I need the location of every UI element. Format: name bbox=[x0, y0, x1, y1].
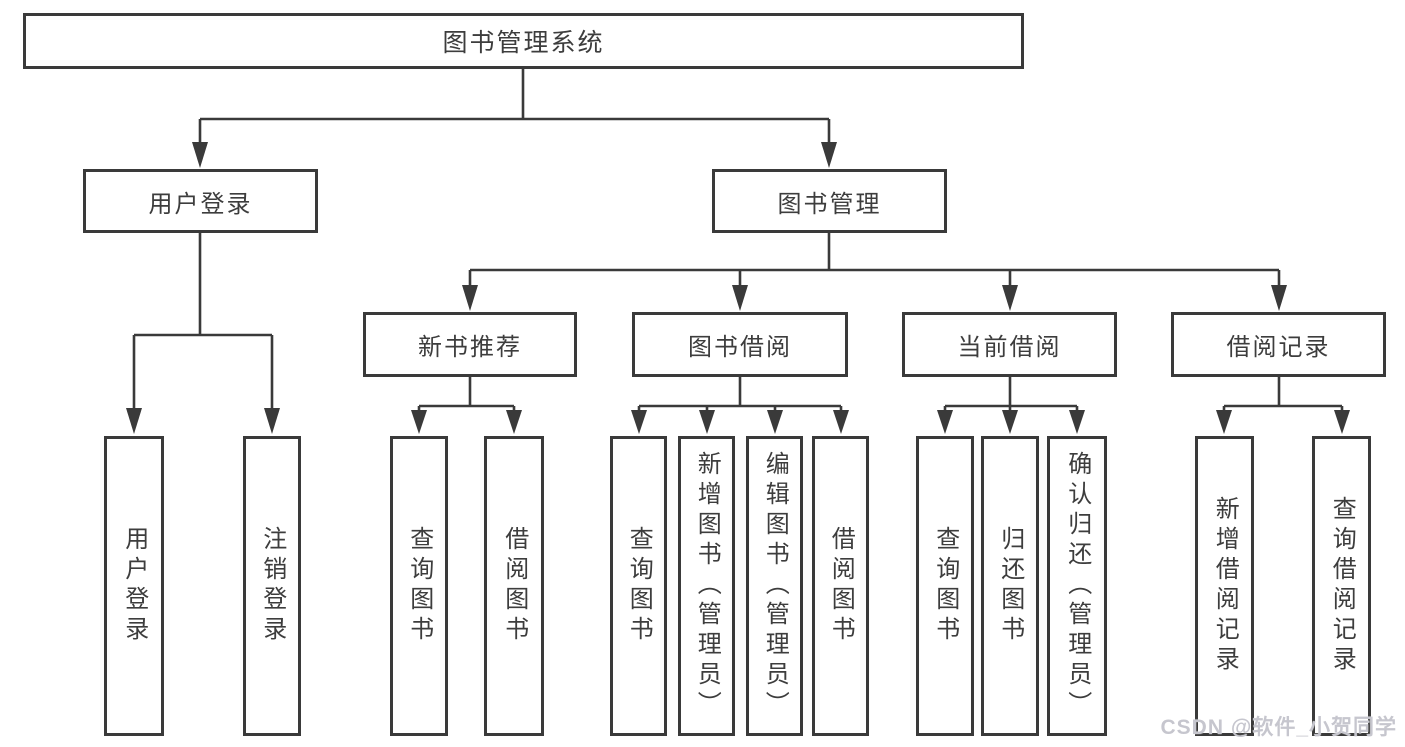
arrowhead bbox=[1216, 410, 1232, 434]
arrowhead bbox=[1271, 285, 1287, 311]
node-leaf-return-book-label: 归还图书 bbox=[996, 526, 1024, 646]
arrowhead bbox=[821, 142, 837, 168]
csdn-watermark: CSDN @软件_小贺同学 bbox=[1160, 716, 1397, 739]
node-leaf-logout: 注销登录 bbox=[243, 436, 301, 736]
wire-root-split bbox=[198, 69, 831, 143]
node-leaf-add-book-admin: 新增图书（管理员） bbox=[678, 436, 735, 736]
node-book-management: 图书管理 bbox=[712, 169, 947, 233]
node-user-login-label: 用户登录 bbox=[148, 190, 253, 218]
arrowhead bbox=[1002, 410, 1018, 434]
arrowhead bbox=[1334, 410, 1350, 434]
arrowhead bbox=[937, 410, 953, 434]
arrowhead bbox=[631, 410, 647, 434]
node-leaf-borrow-book-2-label: 借阅图书 bbox=[827, 526, 855, 646]
node-book-borrowing: 图书借阅 bbox=[632, 312, 848, 377]
node-leaf-query-book-2-label: 查询图书 bbox=[625, 526, 653, 646]
wire-current-borrow-split bbox=[943, 377, 1079, 411]
node-new-book-recommend-label: 新书推荐 bbox=[418, 334, 522, 361]
arrowhead bbox=[1002, 285, 1018, 311]
node-current-borrowing-label: 当前借阅 bbox=[957, 334, 1062, 361]
connector-lines bbox=[132, 69, 1344, 411]
node-leaf-query-book-2: 查询图书 bbox=[610, 436, 667, 736]
wire-book-mgmt-split bbox=[468, 233, 1281, 286]
node-leaf-query-book-1-label: 查询图书 bbox=[405, 526, 433, 646]
node-borrowing-records: 借阅记录 bbox=[1171, 312, 1386, 377]
node-user-login: 用户登录 bbox=[83, 169, 318, 233]
arrowhead bbox=[192, 142, 208, 168]
arrowhead bbox=[506, 410, 522, 434]
node-book-management-label: 图书管理 bbox=[777, 190, 882, 218]
node-leaf-borrow-book-2: 借阅图书 bbox=[812, 436, 869, 736]
arrowhead bbox=[126, 408, 142, 434]
node-leaf-query-book-3-label: 查询图书 bbox=[931, 526, 959, 646]
node-leaf-logout-label: 注销登录 bbox=[258, 526, 286, 646]
node-leaf-return-book: 归还图书 bbox=[981, 436, 1039, 736]
arrowhead bbox=[1069, 410, 1085, 434]
node-leaf-borrow-book-1: 借阅图书 bbox=[484, 436, 544, 736]
arrowhead bbox=[833, 410, 849, 434]
node-new-book-recommend: 新书推荐 bbox=[363, 312, 577, 377]
node-leaf-add-borrow-record: 新增借阅记录 bbox=[1195, 436, 1254, 736]
wire-book-borrow-split bbox=[637, 377, 843, 411]
wire-user-login-split bbox=[132, 233, 274, 409]
node-library-system: 图书管理系统 bbox=[23, 13, 1024, 69]
arrowhead bbox=[732, 285, 748, 311]
node-leaf-edit-book-admin-label: 编辑图书（管理员） bbox=[761, 451, 789, 721]
node-library-system-label: 图书管理系统 bbox=[442, 29, 605, 57]
arrowhead bbox=[462, 285, 478, 311]
node-leaf-user-login-label: 用户登录 bbox=[120, 526, 148, 646]
node-borrowing-records-label: 借阅记录 bbox=[1226, 334, 1331, 361]
arrowhead bbox=[767, 410, 783, 434]
node-leaf-confirm-return-admin: 确认归还（管理员） bbox=[1047, 436, 1107, 736]
node-leaf-query-borrow-record: 查询借阅记录 bbox=[1312, 436, 1371, 736]
node-leaf-query-borrow-record-label: 查询借阅记录 bbox=[1328, 496, 1356, 676]
node-leaf-query-book-3: 查询图书 bbox=[916, 436, 974, 736]
wire-new-book-rec-split bbox=[417, 377, 516, 411]
node-leaf-query-book-1: 查询图书 bbox=[390, 436, 448, 736]
node-leaf-user-login: 用户登录 bbox=[104, 436, 164, 736]
node-current-borrowing: 当前借阅 bbox=[902, 312, 1117, 377]
arrowhead bbox=[699, 410, 715, 434]
node-leaf-add-borrow-record-label: 新增借阅记录 bbox=[1211, 496, 1239, 676]
node-leaf-borrow-book-1-label: 借阅图书 bbox=[500, 526, 528, 646]
connector-arrowheads bbox=[126, 142, 1350, 434]
node-book-borrowing-label: 图书借阅 bbox=[688, 334, 792, 361]
node-leaf-confirm-return-admin-label: 确认归还（管理员） bbox=[1063, 451, 1091, 721]
node-leaf-edit-book-admin: 编辑图书（管理员） bbox=[746, 436, 803, 736]
node-leaf-add-book-admin-label: 新增图书（管理员） bbox=[693, 451, 721, 721]
arrowhead bbox=[411, 410, 427, 434]
wire-borrow-record-split bbox=[1222, 377, 1344, 411]
arrowhead bbox=[264, 408, 280, 434]
